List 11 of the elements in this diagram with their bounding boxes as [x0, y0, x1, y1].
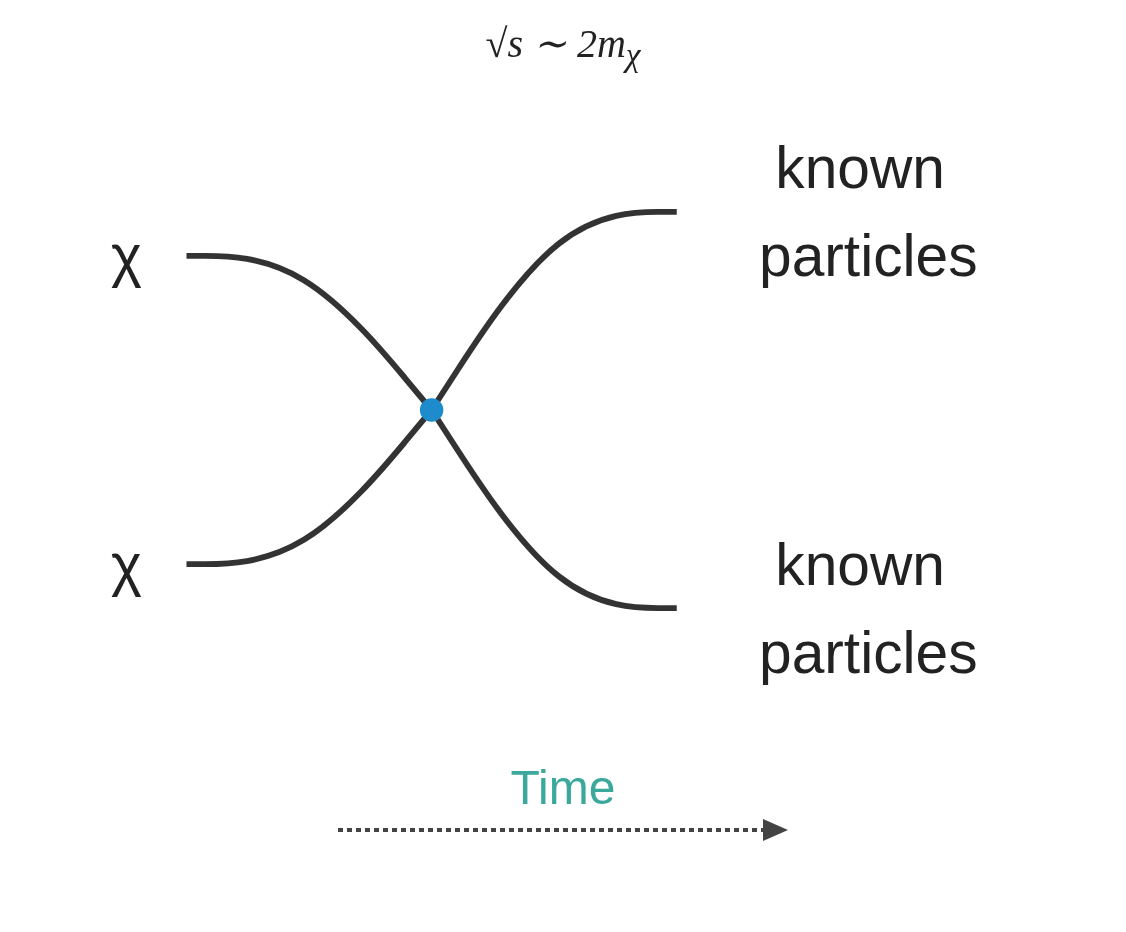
- connector: [185, 252, 427, 404]
- node-circle: [419, 398, 444, 422]
- connector: [435, 417, 678, 612]
- connector: [435, 208, 678, 403]
- time-label: Time: [510, 760, 616, 815]
- node-text: χ: [110, 223, 142, 289]
- formula-label: √s ∼ 2m$_{χ}$: [484, 20, 642, 74]
- node-text: known particles: [758, 531, 978, 685]
- node-text: χ: [110, 531, 142, 597]
- connector: [185, 416, 427, 568]
- node-text: known particles: [758, 135, 978, 289]
